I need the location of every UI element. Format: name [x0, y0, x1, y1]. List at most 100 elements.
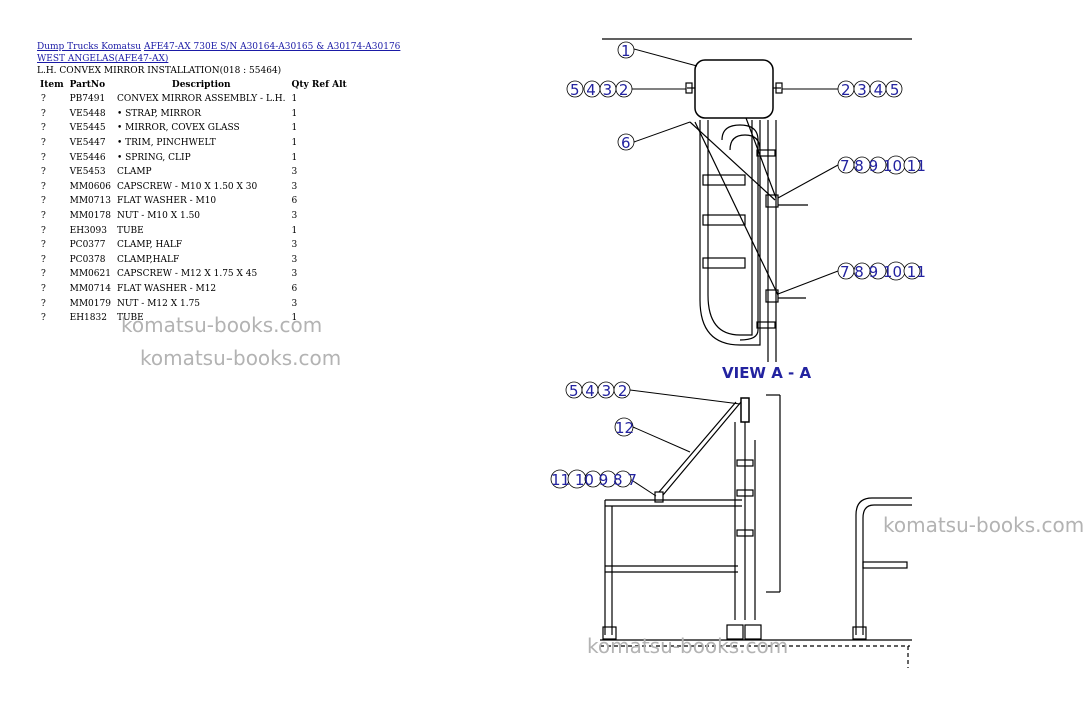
description-cell: CONVEX MIRROR ASSEMBLY - L.H. — [116, 94, 286, 105]
table-row: ? MM0713 FLAT WASHER - M10 6 — [37, 194, 350, 209]
description-cell: FLAT WASHER - M10 — [116, 196, 217, 207]
partno-cell: PC0378 — [69, 254, 106, 265]
description-cell: FLAT WASHER - M12 — [116, 284, 217, 295]
partno-cell: MM0179 — [69, 298, 111, 309]
description-cell: CLAMP,HALF — [116, 254, 180, 265]
breadcrumb-link-model[interactable]: AFE47-AX 730E S/N A30164-A30165 & A30174… — [37, 42, 401, 64]
partno-cell: MM0714 — [69, 284, 111, 295]
callout-5432-left: 5 4 3 2 — [570, 81, 629, 99]
item-cell: ? — [41, 254, 46, 265]
qty-cell: 3 — [291, 240, 298, 251]
callout-1: 1 — [621, 42, 631, 60]
partno-cell: EH1832 — [69, 313, 107, 324]
item-cell: ? — [41, 284, 46, 295]
partno-cell: EH3093 — [69, 225, 107, 236]
partno-cell: VE5446 — [69, 152, 106, 163]
table-row: ? MM0178 NUT - M10 X 1.50 3 — [37, 209, 350, 224]
table-row: ? PC0378 CLAMP,HALF 3 — [37, 253, 350, 268]
description-cell: • SPRING, CLIP — [116, 152, 191, 163]
partno-cell: MM0606 — [69, 181, 111, 192]
description-cell: CLAMP, HALF — [116, 240, 183, 251]
item-cell: ? — [41, 123, 46, 134]
qty-cell: 3 — [291, 167, 298, 178]
table-row: ? EH3093 TUBE 1 — [37, 223, 350, 238]
qty-cell: 1 — [291, 313, 298, 324]
description-cell: TUBE — [116, 225, 144, 236]
qty-cell: 6 — [291, 284, 298, 295]
callout-11-7: 11 10 9 8 7 — [551, 471, 637, 489]
description-cell: CAPSCREW - M10 X 1.50 X 30 — [116, 181, 258, 192]
item-cell: ? — [41, 211, 46, 222]
description-cell: NUT - M10 X 1.50 — [116, 211, 201, 222]
partno-cell: VE5448 — [69, 108, 106, 119]
item-cell: ? — [41, 138, 46, 149]
partno-cell: VE5447 — [69, 138, 106, 149]
description-cell: • MIRROR, COVEX GLASS — [116, 123, 240, 134]
col-ref: Ref — [311, 80, 329, 90]
qty-cell: 1 — [291, 123, 298, 134]
watermark: komatsu-books.com — [883, 513, 1084, 537]
col-qty-ref-alt: Qty Ref Alt — [289, 78, 350, 92]
qty-cell: 3 — [291, 269, 298, 280]
callout-12: 12 — [615, 419, 634, 437]
description-cell: • TRIM, PINCHWELT — [116, 138, 216, 149]
table-row: ? MM0714 FLAT WASHER - M12 6 — [37, 282, 350, 297]
qty-cell: 1 — [291, 152, 298, 163]
qty-cell: 1 — [291, 94, 298, 105]
col-qty: Qty — [291, 80, 309, 90]
item-cell: ? — [41, 240, 46, 251]
col-item: Item — [40, 80, 64, 90]
description-cell: CAPSCREW - M12 X 1.75 X 45 — [116, 269, 258, 280]
table-row: ? EH1832 TUBE 1 — [37, 311, 350, 326]
col-alt: Alt — [332, 80, 347, 90]
qty-cell: 6 — [291, 196, 298, 207]
partno-cell: VE5445 — [69, 123, 106, 134]
item-cell: ? — [41, 225, 46, 236]
partno-cell: VE5453 — [69, 167, 106, 178]
partno-cell: MM0713 — [69, 196, 111, 207]
qty-cell: 3 — [291, 254, 298, 265]
description-cell: NUT - M12 X 1.75 — [116, 298, 201, 309]
item-cell: ? — [41, 298, 46, 309]
qty-cell: 1 — [291, 138, 298, 149]
table-row: ? VE5446 • SPRING, CLIP 1 — [37, 150, 350, 165]
callout-2345-right: 2 3 4 5 — [841, 81, 900, 99]
watermark: komatsu-books.com — [121, 313, 323, 337]
col-partno: PartNo — [69, 80, 106, 90]
table-row: ? PC0377 CLAMP, HALF 3 — [37, 238, 350, 253]
item-cell: ? — [41, 152, 46, 163]
description-cell: TUBE — [116, 313, 144, 324]
qty-cell: 1 — [291, 108, 298, 119]
view-label: VIEW A - A — [722, 364, 811, 382]
parts-table: Item PartNo Description Qty Ref Alt ?PB7… — [37, 78, 350, 326]
parts-diagram: 1 5 4 3 2 2 3 4 5 6 7 8 9 10 11 7 8 9 10… — [550, 38, 926, 668]
col-description: Description — [171, 80, 231, 90]
description-cell: • STRAP, MIRROR — [116, 108, 202, 119]
item-cell: ? — [41, 196, 46, 207]
table-row: ? VE5447 • TRIM, PINCHWELT 1 — [37, 136, 350, 151]
table-row: ? VE5445 • MIRROR, COVEX GLASS 1 — [37, 121, 350, 136]
breadcrumb-link-category[interactable]: Dump Trucks Komatsu — [37, 42, 142, 52]
callout-5432-lower: 5 4 3 2 — [569, 382, 628, 400]
item-cell: ? — [41, 181, 46, 192]
callout-6: 6 — [621, 134, 631, 152]
partno-cell: PC0377 — [69, 240, 106, 251]
callout-7-11-upper: 7 8 9 10 11 — [840, 157, 926, 175]
table-row: ? MM0606 CAPSCREW - M10 X 1.50 X 30 3 — [37, 180, 350, 195]
qty-cell: 3 — [291, 181, 298, 192]
qty-cell: 1 — [291, 225, 298, 236]
qty-cell: 3 — [291, 211, 298, 222]
table-header-row: Item PartNo Description Qty Ref Alt — [37, 78, 350, 92]
watermark: komatsu-books.com — [587, 634, 789, 658]
partno-cell: MM0621 — [69, 269, 111, 280]
partno-cell: MM0178 — [69, 211, 111, 222]
breadcrumb: Dump Trucks Komatsu AFE47-AX 730E S/N A3… — [37, 41, 427, 65]
item-cell: ? — [41, 313, 46, 324]
page-title: L.H. CONVEX MIRROR INSTALLATION(018 : 55… — [37, 66, 282, 76]
description-cell: CLAMP — [116, 167, 152, 178]
